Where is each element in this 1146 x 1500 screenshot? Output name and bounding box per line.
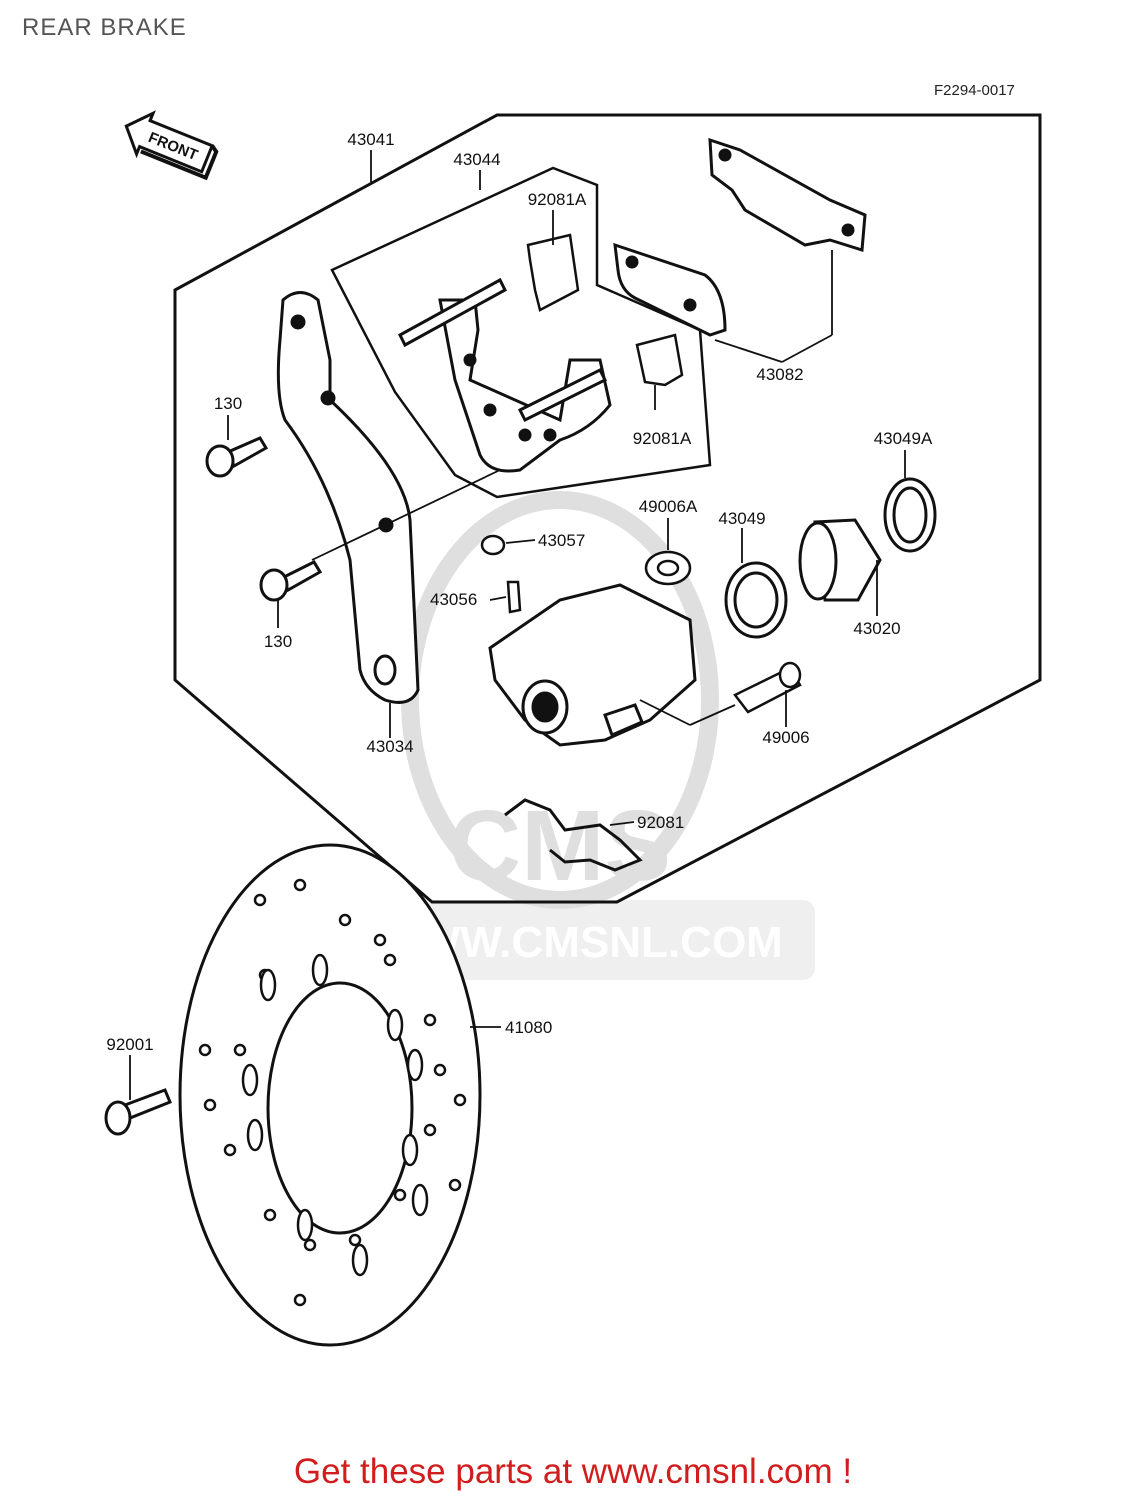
part-label-92001: 92001: [106, 1035, 153, 1054]
brake-disc: [178, 843, 482, 1347]
part-label-43034: 43034: [366, 737, 413, 756]
part-label-43041: 43041: [347, 130, 394, 149]
bolt-130-bottom: [259, 560, 323, 602]
part-number-labels: 43041 43044 92081A 92081A 43082 130 130 …: [106, 130, 933, 1054]
clip-92081A-top: [526, 233, 580, 312]
piston-43020: [798, 518, 882, 602]
spring-92081: [504, 798, 643, 872]
part-label-41080: 41080: [505, 1018, 552, 1037]
part-label-43044: 43044: [453, 150, 500, 169]
brake-pad-outer: [708, 137, 867, 252]
disc-bolt-92001: [104, 1088, 172, 1136]
part-label-43049: 43049: [718, 509, 765, 528]
part-label-43057: 43057: [538, 531, 585, 550]
part-label-43020: 43020: [853, 619, 900, 638]
leader-lines: [129, 150, 906, 1100]
pad-holder: [398, 277, 612, 473]
pin-49006: [733, 661, 802, 714]
caliper-body: [488, 583, 697, 747]
caliper-assembly-outline: [173, 113, 1042, 904]
boot-49006A: [644, 550, 692, 586]
part-label-49006: 49006: [762, 728, 809, 747]
bleeder-valve-43056: [506, 580, 522, 614]
part-label-92081A-top: 92081A: [528, 190, 587, 209]
part-label-92081A-bottom: 92081A: [633, 429, 692, 448]
part-label-43049A: 43049A: [874, 429, 933, 448]
svg-text:CMS: CMS: [449, 790, 671, 902]
part-label-92081: 92081: [637, 813, 684, 832]
holder-assembly-outline: [330, 166, 712, 499]
part-label-49006A: 49006A: [639, 497, 698, 516]
figure-reference: F2294-0017: [934, 82, 1015, 99]
front-arrow: FRONT: [124, 110, 219, 181]
caliper-bracket: [276, 291, 420, 704]
brake-pad-inner: [613, 242, 727, 337]
bolt-130-top: [205, 436, 269, 478]
part-label-43056: 43056: [430, 590, 477, 609]
seal-43049: [724, 561, 788, 639]
part-label-130-top: 130: [214, 394, 242, 413]
seal-43049A: [883, 477, 937, 553]
clip-92081A-bottom: [635, 333, 684, 387]
part-label-130-bottom: 130: [264, 632, 292, 651]
footer-cta[interactable]: Get these parts at www.cmsnl.com !: [293, 1452, 853, 1491]
part-label-43082: 43082: [756, 365, 803, 384]
page-title: REAR BRAKE: [22, 14, 187, 41]
bleeder-cap-43057: [480, 534, 506, 556]
